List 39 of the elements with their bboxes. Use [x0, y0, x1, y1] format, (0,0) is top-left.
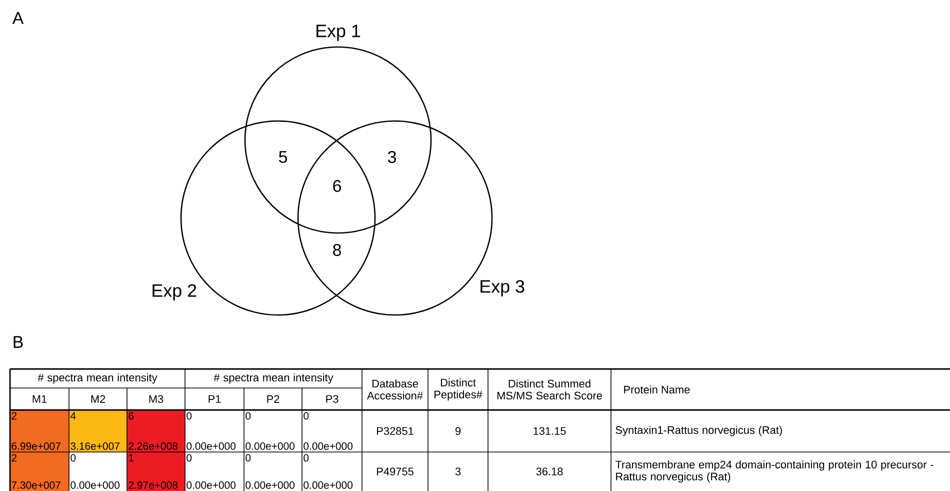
table-cell: 3	[455, 468, 461, 476]
panel-letter: A	[12, 12, 24, 24]
header-cell: Distinct Summed MS/MS Search Score	[497, 380, 602, 400]
header-cell: M1	[32, 395, 47, 403]
table-cell: Syntaxin1-Rattus norvegicus (Rat)	[616, 426, 782, 436]
table-cell: 4 3.16e+007	[69, 410, 127, 452]
header-cell: # spectra mean intensity	[38, 373, 158, 384]
header-cell: P2	[267, 395, 280, 403]
table-cell: Transmembrane emp24 domain-containing protein 10 precursor - Rattus norvegicus (Rat)	[615, 460, 934, 483]
table-cell: 2 7.30e+007	[10, 452, 69, 491]
table-cell: 0 0.00e+000	[186, 412, 236, 450]
region-count: 3	[388, 151, 396, 163]
node-label: Exp 1	[316, 24, 360, 41]
table-cell: 0 0.00e+000	[186, 454, 236, 489]
table-cell: 0 0.00e+000	[246, 412, 295, 450]
header-cell: M3	[149, 395, 164, 403]
header-cell: P1	[208, 395, 221, 403]
table-cell: 131.15	[534, 427, 566, 435]
region-count: 8	[333, 244, 341, 256]
table-cell: P49755	[377, 468, 414, 476]
header-cell: M2	[91, 395, 106, 403]
table-cell: 36.18	[536, 468, 563, 476]
table-cell: 2 6.99e+007	[10, 410, 69, 452]
table-cell: 0 0.00e+000	[70, 454, 120, 489]
header-cell: Protein Name	[624, 385, 690, 394]
panel-letter: B	[14, 336, 23, 348]
table-cell: 9	[455, 427, 461, 435]
table-cell: 0 0.00e+000	[246, 454, 295, 489]
table-cell: P32851	[377, 427, 414, 435]
table-cell: 0 0.00e+000	[304, 454, 353, 489]
header-cell: P3	[326, 395, 338, 403]
region-count: 5	[278, 151, 287, 163]
header-cell: Database Accession#	[367, 380, 423, 400]
header-cell: # spectra mean intensity	[214, 373, 334, 384]
table-cell: 6 2.26e+008	[127, 410, 185, 452]
table-cell: 0 0.00e+000	[304, 412, 353, 450]
header-cell: Distinct Peptides#	[434, 378, 482, 401]
table-cell: 1 2.97e+008	[127, 452, 185, 491]
region-count: 6	[333, 180, 341, 192]
